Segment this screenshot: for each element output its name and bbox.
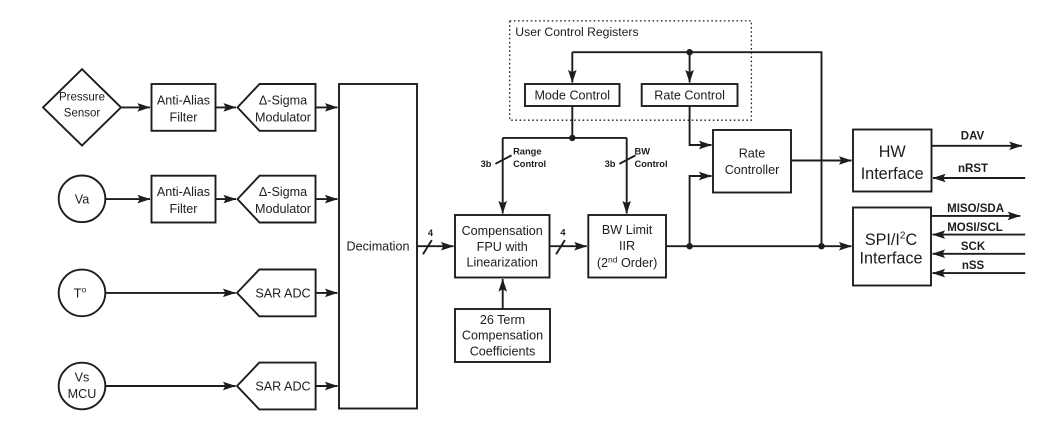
svg-text:Controller: Controller xyxy=(725,163,780,177)
svg-text:SAR ADC: SAR ADC xyxy=(255,379,310,393)
svg-text:Rate: Rate xyxy=(739,146,766,160)
svg-text:BW: BW xyxy=(635,147,651,157)
svg-text:Coefficients: Coefficients xyxy=(470,345,536,359)
svg-text:FPU with: FPU with xyxy=(477,240,528,254)
svg-text:DAV: DAV xyxy=(961,131,985,143)
svg-text:Linearization: Linearization xyxy=(466,256,537,270)
svg-text:MISO/SDA: MISO/SDA xyxy=(947,203,1004,215)
svg-text:Δ-Sigma: Δ-Sigma xyxy=(259,185,307,199)
svg-text:Pressure: Pressure xyxy=(59,92,105,104)
svg-text:3b: 3b xyxy=(605,159,616,169)
svg-text:(2nd Order): (2nd Order) xyxy=(597,254,658,270)
svg-text:nRST: nRST xyxy=(958,163,988,175)
svg-text:Rate Control: Rate Control xyxy=(654,88,725,102)
svg-text:HW: HW xyxy=(879,143,907,161)
svg-text:Modulator: Modulator xyxy=(255,202,311,216)
svg-text:Sensor: Sensor xyxy=(64,108,101,120)
svg-text:Control: Control xyxy=(513,159,546,169)
svg-text:Filter: Filter xyxy=(170,202,198,216)
svg-text:Range: Range xyxy=(513,147,541,157)
svg-text:nSS: nSS xyxy=(962,260,985,272)
svg-text:Decimation: Decimation xyxy=(347,240,410,254)
svg-text:Vs: Vs xyxy=(75,371,90,385)
svg-text:Compensation: Compensation xyxy=(462,329,543,343)
svg-text:Interface: Interface xyxy=(861,165,924,183)
svg-text:Filter: Filter xyxy=(170,110,198,124)
svg-text:Modulator: Modulator xyxy=(255,110,311,124)
svg-text:To: To xyxy=(74,285,87,301)
svg-text:Anti-Alias: Anti-Alias xyxy=(157,94,210,108)
svg-text:SPI/I2C: SPI/I2C xyxy=(865,231,918,250)
svg-text:SAR ADC: SAR ADC xyxy=(255,286,310,300)
svg-text:BW Limit: BW Limit xyxy=(602,223,653,237)
svg-text:Δ-Sigma: Δ-Sigma xyxy=(259,94,307,108)
svg-text:4: 4 xyxy=(428,228,434,238)
svg-text:MCU: MCU xyxy=(68,387,97,401)
svg-text:Mode Control: Mode Control xyxy=(534,88,610,102)
svg-text:Control: Control xyxy=(635,159,668,169)
svg-text:Anti-Alias: Anti-Alias xyxy=(157,185,210,199)
svg-text:Compensation: Compensation xyxy=(462,224,543,238)
svg-text:4: 4 xyxy=(560,227,566,237)
svg-text:MOSI/SCL: MOSI/SCL xyxy=(947,222,1003,234)
svg-text:Va: Va xyxy=(75,192,89,206)
svg-text:3b: 3b xyxy=(481,159,492,169)
svg-text:Interface: Interface xyxy=(860,250,923,268)
svg-text:26 Term: 26 Term xyxy=(480,313,525,327)
svg-text:User Control Registers: User Control Registers xyxy=(515,25,638,39)
svg-text:SCK: SCK xyxy=(961,241,986,253)
svg-text:IIR: IIR xyxy=(619,239,635,253)
